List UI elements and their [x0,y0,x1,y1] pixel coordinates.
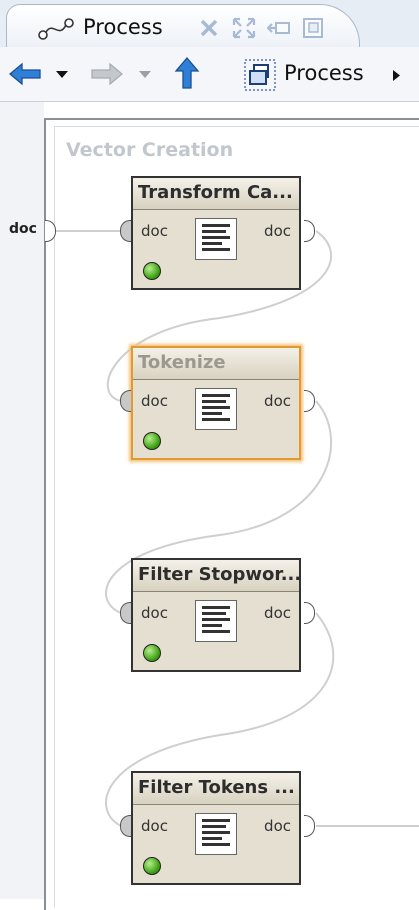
process-input-port-label: doc [9,221,37,237]
input-port-label: doc [141,392,168,410]
output-port-label: doc [264,392,291,410]
tab-title: Process [83,15,163,39]
operator-header[interactable]: Transform Ca... [133,178,299,210]
operator-input-port[interactable] [120,602,131,624]
wire-op1-to-op2 [106,230,332,402]
status-ok-icon [143,857,161,875]
operator-header[interactable]: Filter Tokens ... [133,773,299,805]
output-port-label: doc [264,604,291,622]
output-port-label: doc [264,817,291,835]
tab-process[interactable]: Process [6,4,360,47]
operator-title: Filter Stopwor... [138,564,299,585]
status-ok-icon [143,262,161,280]
wire-op3-to-op4 [105,612,335,827]
subprocess-title: Vector Creation [66,139,234,161]
wire-op2-to-op3 [105,400,332,614]
operator-block[interactable]: Filter Stopwor... doc doc [131,558,301,672]
process-connector-icon [38,18,74,40]
text-document-icon [195,388,237,430]
operator-title: Filter Tokens ... [138,777,295,798]
close-view-icon[interactable] [197,17,221,39]
back-dropdown-icon[interactable] [55,70,69,79]
forward-dropdown-icon[interactable] [138,70,152,79]
status-ok-icon [143,644,161,662]
maximize-view-icon[interactable] [232,17,256,39]
output-port-label: doc [264,222,291,240]
forward-arrow-icon[interactable] [90,62,124,86]
operator-title: Transform Ca... [138,182,293,203]
operator-block[interactable]: Filter Tokens ... doc doc [131,771,301,885]
input-port-label: doc [141,604,168,622]
more-arrow-icon[interactable] [392,69,401,82]
input-port-label: doc [141,817,168,835]
text-document-icon [195,813,237,855]
text-document-icon [195,218,237,260]
text-document-icon [195,600,237,642]
process-view-icon[interactable] [244,59,276,91]
operator-input-port[interactable] [120,390,131,412]
restore-view-icon[interactable] [302,17,326,39]
operator-input-port[interactable] [120,815,131,837]
left-rail [0,102,44,899]
operator-block-selected[interactable]: Tokenize doc doc [131,346,301,460]
operator-title: Tokenize [138,352,226,373]
operator-block[interactable]: Transform Ca... doc doc [131,176,301,290]
operator-input-port[interactable] [120,220,131,242]
process-menu-label[interactable]: Process [284,61,364,85]
process-toolbar: Process [0,47,419,102]
view-tab-strip: Process [0,0,419,48]
minimize-view-icon[interactable] [267,17,291,39]
up-arrow-icon[interactable] [174,56,200,90]
subprocess-area [54,126,419,907]
operator-header[interactable]: Filter Stopwor... [133,560,299,592]
back-arrow-icon[interactable] [8,62,42,86]
input-port-label: doc [141,222,168,240]
status-ok-icon [143,432,161,450]
operator-header[interactable]: Tokenize [133,348,299,380]
